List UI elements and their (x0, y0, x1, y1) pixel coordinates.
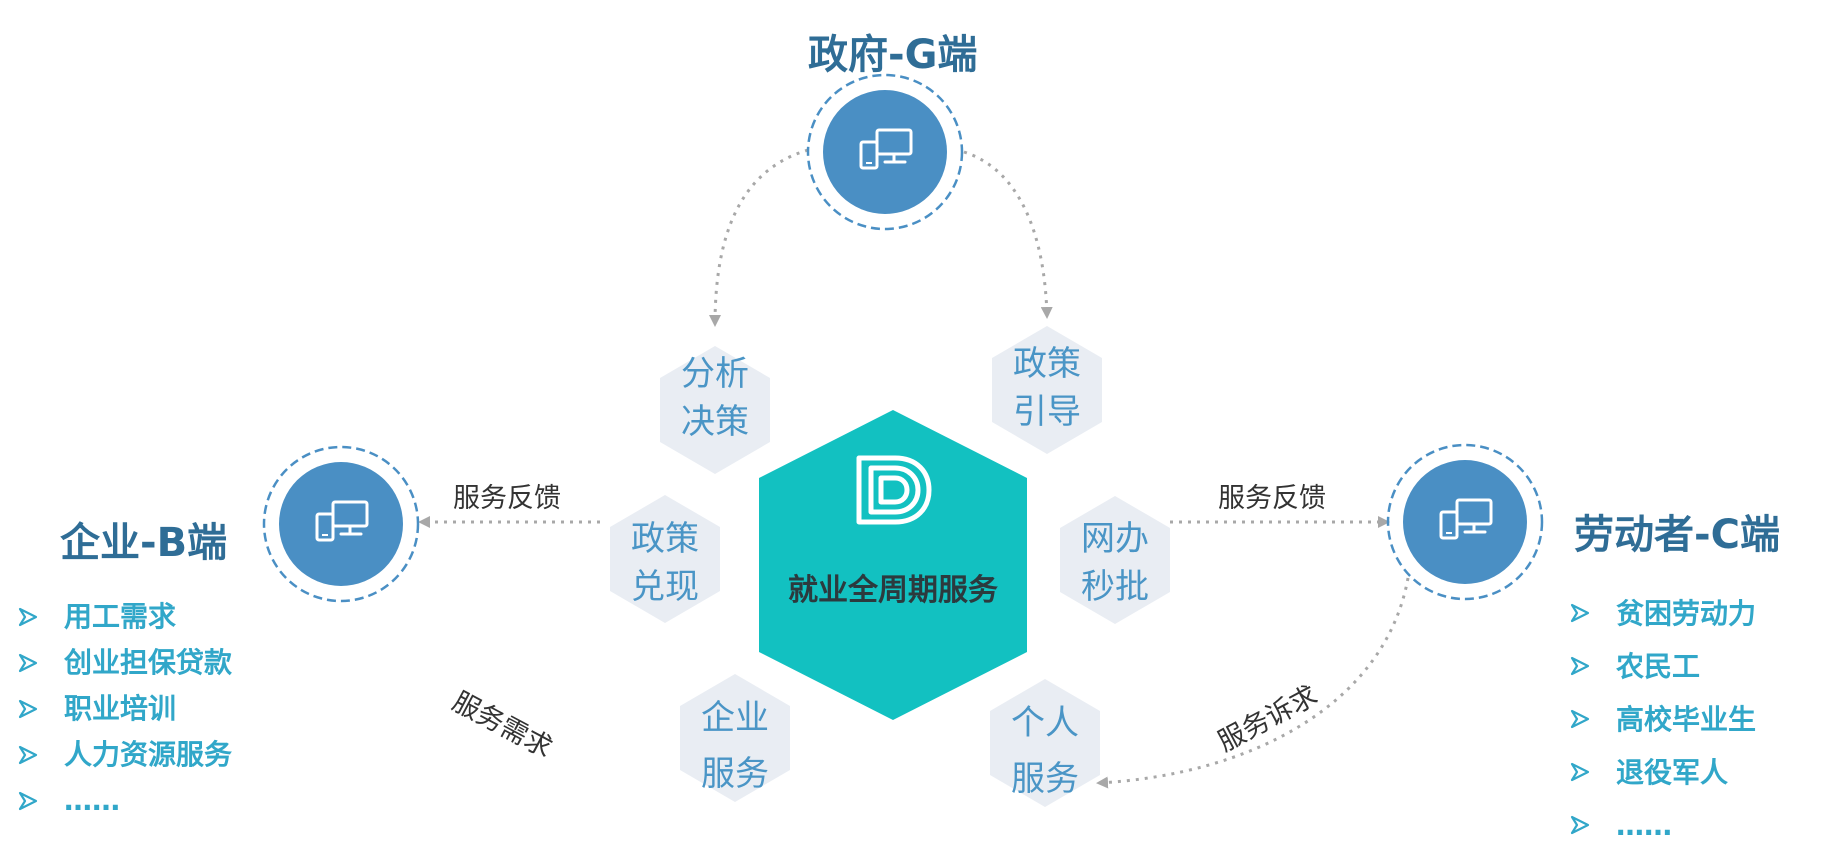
list-item-text: 用工需求 (64, 600, 177, 633)
list-item-text: 人力资源服务 (64, 738, 233, 771)
enterprise-title: 企业-B端 (60, 520, 228, 566)
hex-online-line2: 秒批 (1081, 567, 1149, 607)
list-item-text: …… (64, 784, 120, 817)
hex-online (1060, 496, 1170, 624)
hex-online-line1: 网办 (1081, 519, 1149, 559)
hex-guidance-line2: 引导 (1013, 392, 1081, 432)
arrow-bullet-icon (18, 745, 38, 765)
arrow-gov-to-analysis (709, 148, 809, 327)
flow-label-feedback-left: 服务反馈 (453, 483, 561, 514)
hex-personal-service (990, 679, 1100, 807)
hex-enterprise-service (680, 674, 790, 802)
hex-guidance-line1: 政策 (1013, 344, 1081, 384)
hex-enterprise-service-line1: 企业 (701, 698, 769, 738)
hex-enterprise-service-label: 企业 服务 (675, 690, 795, 802)
hex-enterprise-service-line2: 服务 (701, 754, 769, 794)
arrow-gov-to-guidance (963, 150, 1053, 319)
hex-personal-service-line2: 服务 (1011, 759, 1079, 799)
hex-redeem-line2: 兑现 (631, 567, 699, 607)
hex-analysis-line2: 决策 (681, 402, 749, 442)
list-item-text: 创业担保贷款 (64, 646, 233, 679)
arrow-bullet-icon (1570, 709, 1590, 729)
hex-analysis (660, 346, 770, 474)
flow-label-feedback-right: 服务反馈 (1218, 483, 1326, 514)
list-item-text: 职业培训 (64, 692, 177, 725)
d-logo-icon (856, 455, 932, 525)
arrow-bullet-icon (1570, 603, 1590, 623)
arrow-bullet-icon (18, 607, 38, 627)
hex-analysis-line1: 分析 (681, 354, 749, 394)
list-item-text: 高校毕业生 (1616, 703, 1757, 736)
hex-online-label: 网办 秒批 (1055, 515, 1175, 611)
arrow-bullet-icon (1570, 762, 1590, 782)
center-label: 就业全周期服务 (788, 573, 998, 608)
enterprise-node (262, 445, 420, 603)
arrow-bullet-icon (18, 791, 38, 811)
arrow-bullet-icon (18, 699, 38, 719)
hex-redeem-line1: 政策 (631, 519, 699, 559)
hex-analysis-label: 分析 决策 (655, 350, 775, 446)
worker-node (1386, 443, 1544, 601)
hex-redeem (610, 495, 720, 623)
hex-personal-service-label: 个人 服务 (985, 695, 1105, 807)
hex-personal-service-line1: 个人 (1011, 703, 1079, 743)
list-item-text: …… (1616, 809, 1672, 842)
government-node (806, 73, 964, 231)
government-title: 政府-G端 (808, 32, 978, 78)
arrow-bullet-icon (1570, 815, 1590, 835)
arrow-bullet-icon (18, 653, 38, 673)
hex-guidance-label: 政策 引导 (987, 340, 1107, 436)
list-item-text: 退役军人 (1616, 756, 1729, 789)
hex-guidance (992, 326, 1102, 454)
arrow-bullet-icon (1570, 656, 1590, 676)
list-item-text: 农民工 (1616, 650, 1701, 683)
center-hexagon (759, 410, 1027, 720)
worker-title: 劳动者-C端 (1574, 512, 1780, 558)
list-item-text: 贫困劳动力 (1616, 597, 1757, 630)
hex-redeem-label: 政策 兑现 (605, 515, 725, 611)
